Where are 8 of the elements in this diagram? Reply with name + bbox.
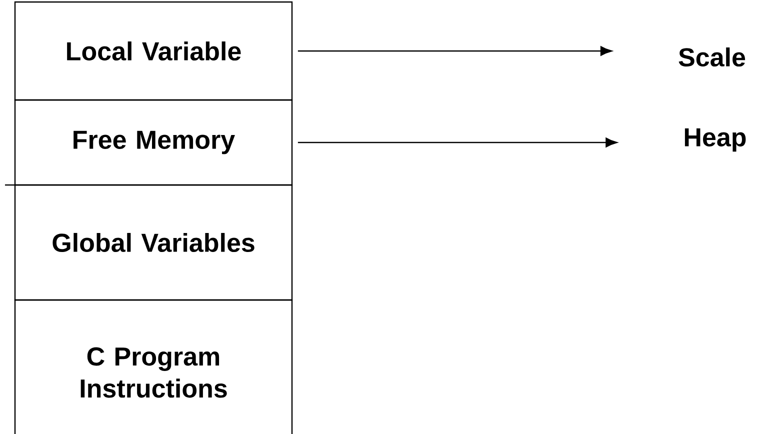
memory-cell: C Program Instructions bbox=[14, 299, 293, 434]
memory-cell: Local Variable bbox=[14, 1, 293, 101]
region-label: Scale bbox=[678, 47, 746, 67]
memory-cell: Global Variables bbox=[14, 184, 293, 301]
memory-cell: Free Memory bbox=[14, 99, 293, 186]
arrow bbox=[298, 138, 618, 148]
region-label: Heap bbox=[684, 128, 746, 152]
arrow bbox=[298, 46, 612, 56]
